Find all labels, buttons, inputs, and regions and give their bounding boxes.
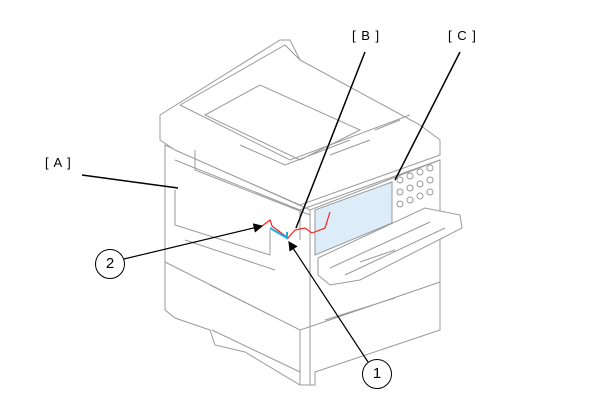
- leader-2: [123, 223, 264, 260]
- keypad: [396, 164, 434, 208]
- leader-c: [394, 51, 461, 181]
- scanner-front: [174, 159, 441, 240]
- leader-b: [295, 51, 366, 229]
- red-cable-path: [261, 211, 331, 239]
- body-edges: [174, 190, 311, 385]
- callout-b-label: [ B ]: [352, 28, 381, 43]
- callout-c-label: [ C ]: [448, 28, 477, 43]
- callout-a-label: [ A ]: [45, 155, 72, 170]
- tray-lines: [329, 221, 446, 276]
- output-tray: [317, 207, 463, 286]
- callout-1-circle: 1: [362, 359, 392, 389]
- leader-a: [81, 174, 179, 189]
- paper-tray: [164, 261, 441, 385]
- callout-2-circle: 2: [95, 249, 125, 279]
- leader-1: [288, 240, 369, 363]
- scanner-unit: [159, 39, 441, 206]
- blue-cable-path: [269, 227, 288, 240]
- adf: [179, 44, 411, 216]
